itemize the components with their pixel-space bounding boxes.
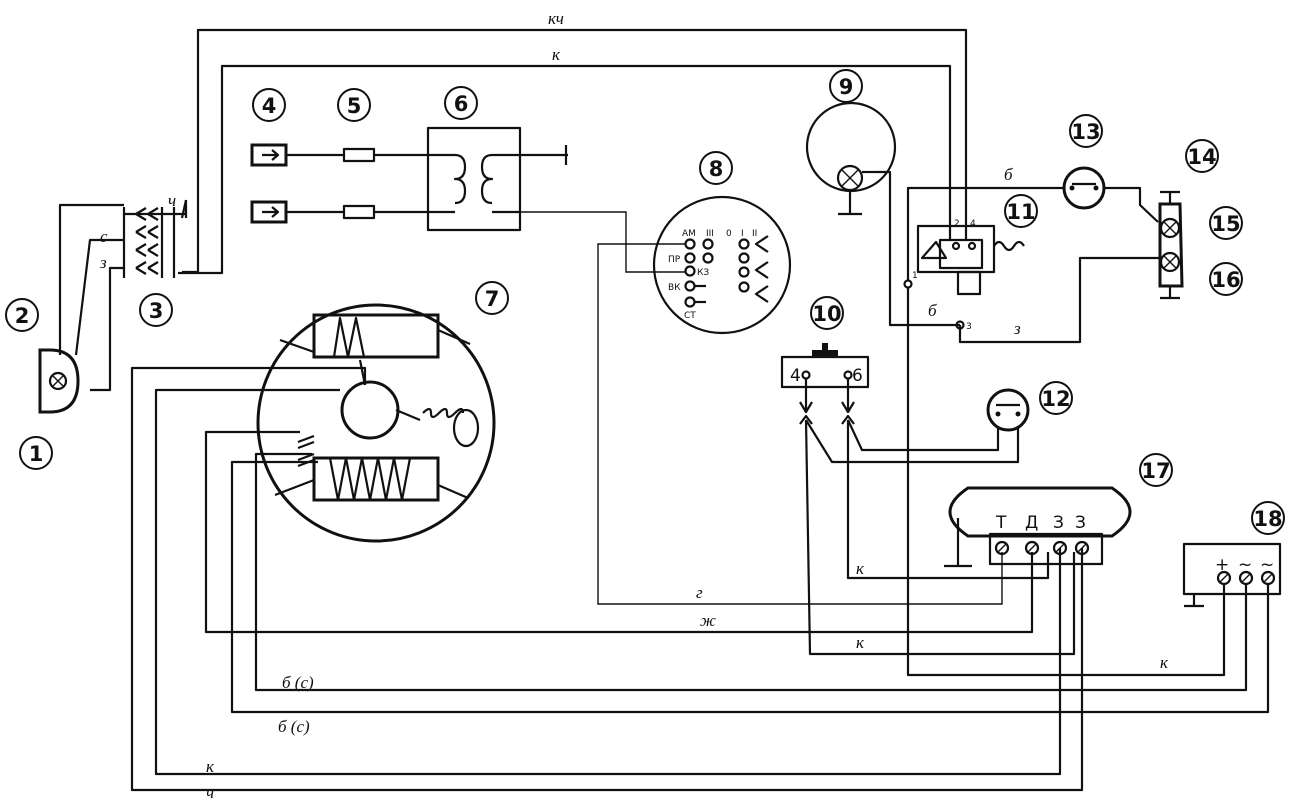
sw8-st: СТ bbox=[684, 311, 696, 321]
rect18-plus: + bbox=[1215, 555, 1229, 575]
relay11-t2: 2 bbox=[954, 219, 960, 229]
relay-11 bbox=[903, 224, 1025, 330]
wire-10-k-mid bbox=[804, 419, 1076, 656]
plug-4-upper bbox=[250, 143, 288, 167]
label-g: г bbox=[696, 583, 703, 602]
rectifier-18 bbox=[1182, 542, 1282, 608]
sw8-col2: II bbox=[752, 229, 757, 239]
callout-18: 18 bbox=[1253, 507, 1282, 531]
label-k-mid: к bbox=[856, 633, 865, 652]
wire-gen-k bbox=[154, 388, 1062, 776]
label-k-18: к bbox=[1160, 653, 1169, 672]
callout-2: 2 bbox=[15, 304, 30, 328]
sw8-kz: КЗ bbox=[697, 268, 709, 278]
lamp-13 bbox=[1062, 166, 1106, 210]
callout-14: 14 bbox=[1187, 145, 1216, 169]
wire-gen-bs2 bbox=[230, 460, 1270, 714]
callout-3: 3 bbox=[149, 299, 164, 323]
wire-gen-left bbox=[130, 366, 1084, 792]
ignition-switch-8 bbox=[652, 195, 792, 335]
label-ch-bottom: ч bbox=[206, 783, 214, 802]
wire-b-lower bbox=[906, 288, 1226, 677]
sw8-col1: I bbox=[741, 229, 744, 239]
sw8-col3: III bbox=[706, 229, 714, 239]
callout-6: 6 bbox=[454, 92, 469, 116]
sw8-vk: ВК bbox=[668, 283, 681, 293]
reg17-z1: З bbox=[1053, 513, 1064, 533]
label-z-conn: з bbox=[99, 253, 107, 272]
callout-9: 9 bbox=[839, 75, 854, 99]
callout-15: 15 bbox=[1211, 212, 1240, 236]
callout-1: 1 bbox=[29, 442, 44, 466]
wire-s-conn bbox=[74, 238, 124, 356]
wire-gen-bs1 bbox=[254, 452, 1248, 692]
lamp-9 bbox=[805, 101, 897, 216]
callout-11: 11 bbox=[1006, 200, 1035, 224]
relay11-t4: 4 bbox=[970, 219, 976, 229]
wire-b-top bbox=[906, 186, 1064, 280]
rect18-ac1: ~ bbox=[1238, 555, 1252, 575]
switch-10 bbox=[780, 343, 870, 425]
reg17-d: Д bbox=[1025, 513, 1038, 533]
wire-z-conn bbox=[90, 266, 124, 392]
lamp-12 bbox=[986, 388, 1030, 432]
resistor-5-upper bbox=[342, 147, 376, 163]
wire-k-top bbox=[178, 64, 952, 275]
label-b-right: б bbox=[1004, 165, 1013, 184]
reg17-z2: З bbox=[1075, 513, 1086, 533]
wire-10-6 bbox=[847, 419, 1000, 452]
label-k-top: к bbox=[552, 45, 561, 64]
rect18-ac2: ~ bbox=[1260, 555, 1274, 575]
label-zh: ж bbox=[700, 611, 716, 630]
relay11-t3: 3 bbox=[966, 322, 972, 332]
label-s-conn: с bbox=[100, 227, 108, 246]
regulator-17 bbox=[944, 486, 1132, 568]
connector-block bbox=[122, 199, 188, 278]
callout-8: 8 bbox=[709, 157, 724, 181]
sw10-t4: 4 bbox=[790, 366, 801, 386]
label-k-17: к bbox=[856, 559, 865, 578]
wire-ground-conn bbox=[58, 203, 124, 355]
callouts: 1 2 3 4 5 6 7 8 9 10 11 12 13 14 15 16 1… bbox=[5, 69, 1285, 535]
transformer-6 bbox=[426, 126, 568, 232]
callout-12: 12 bbox=[1041, 387, 1070, 411]
callout-7: 7 bbox=[485, 287, 500, 311]
callout-10: 10 bbox=[812, 302, 841, 326]
callout-4: 4 bbox=[262, 94, 277, 118]
label-z-11: з bbox=[1013, 319, 1021, 338]
resistor-5-lower bbox=[342, 204, 376, 220]
wire-g bbox=[597, 243, 1003, 605]
label-kch: кч bbox=[548, 9, 564, 28]
callout-5: 5 bbox=[347, 94, 362, 118]
label-ch-conn: ч bbox=[168, 191, 176, 210]
sw8-col0: 0 bbox=[726, 229, 732, 239]
label-bs1: б (с) bbox=[282, 673, 314, 692]
sw8-am: АМ bbox=[682, 229, 696, 239]
label-b-11: б bbox=[928, 301, 937, 320]
reg17-t: Т bbox=[995, 513, 1007, 533]
wire-gen-zh bbox=[204, 430, 1034, 634]
callout-16: 16 bbox=[1211, 268, 1240, 292]
lamp-1 bbox=[38, 348, 80, 414]
plug-4-lower bbox=[250, 200, 288, 224]
wire-trans-to-8 bbox=[520, 211, 686, 273]
callout-17: 17 bbox=[1141, 459, 1170, 483]
wire-9-to-11 bbox=[876, 170, 960, 327]
sw10-t6: 6 bbox=[852, 366, 863, 386]
wire-10-to-12 bbox=[805, 419, 1020, 464]
wire-z-11 bbox=[958, 256, 1160, 344]
sw8-pr: ПР bbox=[668, 255, 681, 265]
lamps-15-16 bbox=[1158, 190, 1184, 300]
relay11-t1: 1 bbox=[912, 271, 918, 281]
generator-7 bbox=[256, 303, 496, 543]
callout-13: 13 bbox=[1071, 120, 1100, 144]
label-k-bottom: к bbox=[206, 757, 215, 776]
label-bs2: б (с) bbox=[278, 717, 310, 736]
